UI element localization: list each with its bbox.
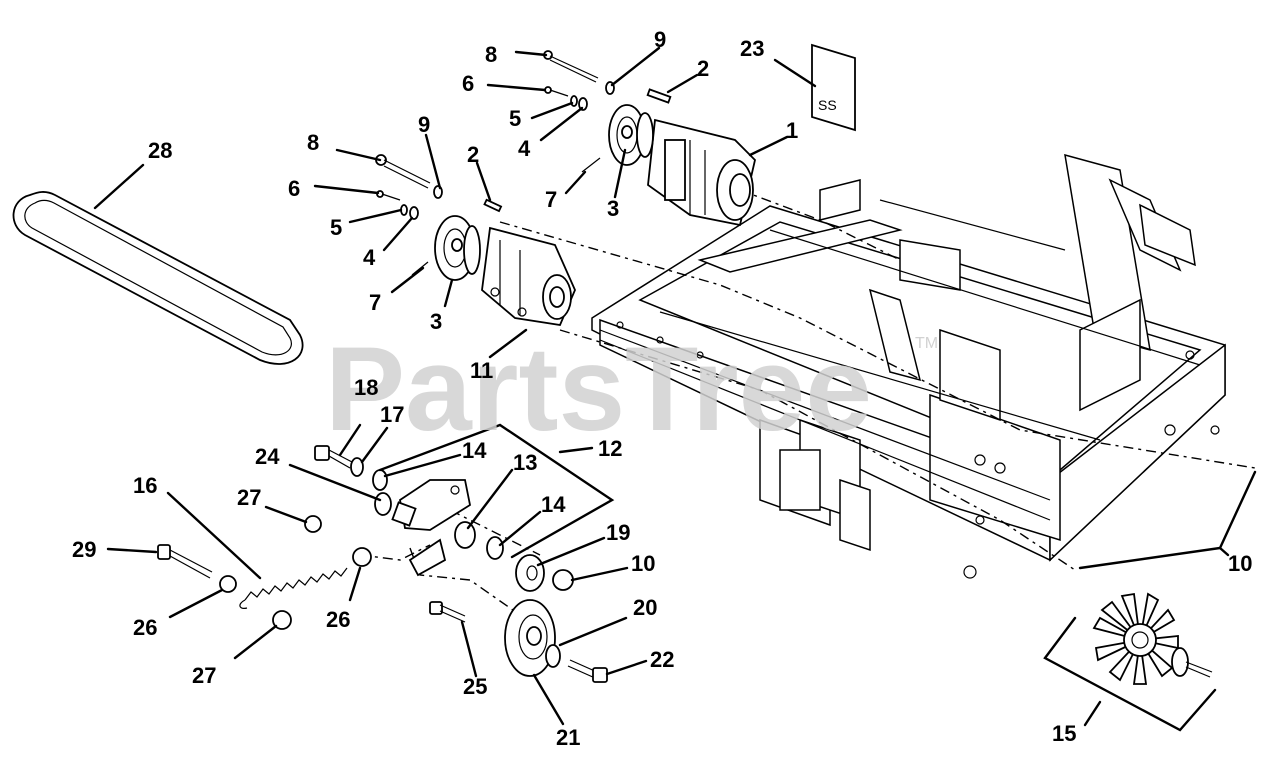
nut-part-10-idler bbox=[552, 569, 574, 591]
callout-26: 26 bbox=[326, 607, 350, 632]
bolt-part-29 bbox=[157, 544, 213, 579]
belt-part-28 bbox=[12, 191, 304, 365]
callout-19: 19 bbox=[606, 520, 630, 545]
callout-7: 7 bbox=[369, 290, 381, 315]
bolt-part-22 bbox=[567, 659, 608, 683]
washer-part-20 bbox=[545, 644, 561, 668]
watermark-text: PartsTree bbox=[325, 322, 872, 456]
screw-part-7-lower bbox=[411, 261, 429, 276]
callout-5: 5 bbox=[330, 215, 342, 240]
bolt-part-8-lower bbox=[375, 154, 431, 189]
pulley-part-3-upper bbox=[608, 104, 654, 166]
callout-14: 14 bbox=[462, 438, 487, 463]
pulley-part-3-lower bbox=[434, 215, 481, 281]
callout-27: 27 bbox=[237, 485, 261, 510]
callout-3: 3 bbox=[430, 309, 442, 334]
spring-part-16 bbox=[239, 567, 348, 609]
key-part-2-upper bbox=[646, 88, 672, 104]
decal-part-23: SS bbox=[811, 43, 856, 132]
callout-labels: 8 9 2 23 6 5 4 1 7 3 28 8 9 2 6 5 4 7 3 … bbox=[72, 27, 1252, 750]
bolt-part-18 bbox=[314, 445, 353, 469]
callout-18: 18 bbox=[354, 375, 378, 400]
nut-part-26-left bbox=[219, 575, 237, 593]
bolt-part-25 bbox=[429, 601, 466, 623]
callout-12: 12 bbox=[598, 436, 622, 461]
callout-20: 20 bbox=[633, 595, 657, 620]
leader-lines bbox=[93, 46, 1102, 727]
bracket-leader-15 bbox=[1043, 616, 1217, 732]
bolt-part-8-upper bbox=[543, 50, 599, 83]
callout-25: 25 bbox=[463, 674, 487, 699]
callout-21: 21 bbox=[556, 725, 580, 750]
callout-8: 8 bbox=[307, 130, 319, 155]
callout-5: 5 bbox=[509, 106, 521, 131]
callout-15: 15 bbox=[1052, 721, 1076, 746]
callout-28: 28 bbox=[148, 138, 172, 163]
fan-part-15 bbox=[1092, 592, 1213, 685]
callout-3: 3 bbox=[607, 196, 619, 221]
bolt-part-6-lower bbox=[376, 190, 401, 201]
bracket-leader-10 bbox=[1078, 470, 1257, 570]
chassis-frame bbox=[591, 153, 1226, 579]
callout-29: 29 bbox=[72, 537, 96, 562]
bolt-part-6-upper bbox=[544, 86, 569, 97]
callout-4: 4 bbox=[363, 245, 376, 270]
callout-1: 1 bbox=[786, 118, 798, 143]
callout-2: 2 bbox=[467, 142, 479, 167]
partstree-watermark: PartsTree TM bbox=[325, 322, 938, 456]
callout-10: 10 bbox=[1228, 551, 1252, 576]
callout-9: 9 bbox=[418, 112, 430, 137]
callout-16: 16 bbox=[133, 473, 157, 498]
key-part-2-lower bbox=[483, 198, 503, 213]
callout-13: 13 bbox=[513, 450, 537, 475]
callout-6: 6 bbox=[288, 176, 300, 201]
idler-bracket-part-13 bbox=[399, 479, 472, 577]
callout-17: 17 bbox=[380, 402, 404, 427]
nut-part-27-lower bbox=[272, 610, 292, 630]
washer-part-19 bbox=[515, 554, 545, 592]
callout-24: 24 bbox=[255, 444, 280, 469]
assembly-centerlines bbox=[359, 189, 1256, 616]
callout-10: 10 bbox=[631, 551, 655, 576]
callout-7: 7 bbox=[545, 187, 557, 212]
callout-6: 6 bbox=[462, 71, 474, 96]
motor-part-1 bbox=[647, 118, 756, 227]
callout-27: 27 bbox=[192, 663, 216, 688]
watermark-trademark: TM bbox=[915, 335, 938, 352]
callout-4: 4 bbox=[518, 136, 531, 161]
callout-9: 9 bbox=[654, 27, 666, 52]
callout-11: 11 bbox=[470, 358, 493, 383]
spacer-part-13-sleeve bbox=[454, 521, 504, 560]
washers-part-5-4-upper bbox=[570, 95, 588, 111]
callout-8: 8 bbox=[485, 42, 497, 67]
nut-part-27-upper bbox=[304, 515, 322, 533]
bushing-part-14-upper bbox=[372, 469, 388, 491]
bracket-leader-12 bbox=[378, 423, 615, 559]
callout-2: 2 bbox=[697, 56, 709, 81]
nut-part-26-right bbox=[352, 547, 372, 567]
washers-part-5-4-lower bbox=[400, 204, 419, 220]
washer-part-17 bbox=[350, 457, 364, 477]
motor-part-11 bbox=[481, 226, 576, 326]
screw-part-7-upper bbox=[581, 157, 601, 173]
callout-22: 22 bbox=[650, 647, 674, 672]
callout-23: 23 bbox=[740, 36, 764, 61]
spacer-part-24 bbox=[374, 492, 417, 527]
callout-26: 26 bbox=[133, 615, 157, 640]
callout-14: 14 bbox=[541, 492, 566, 517]
idler-pulley-part-21 bbox=[504, 599, 556, 677]
svg-text:SS: SS bbox=[818, 97, 837, 113]
